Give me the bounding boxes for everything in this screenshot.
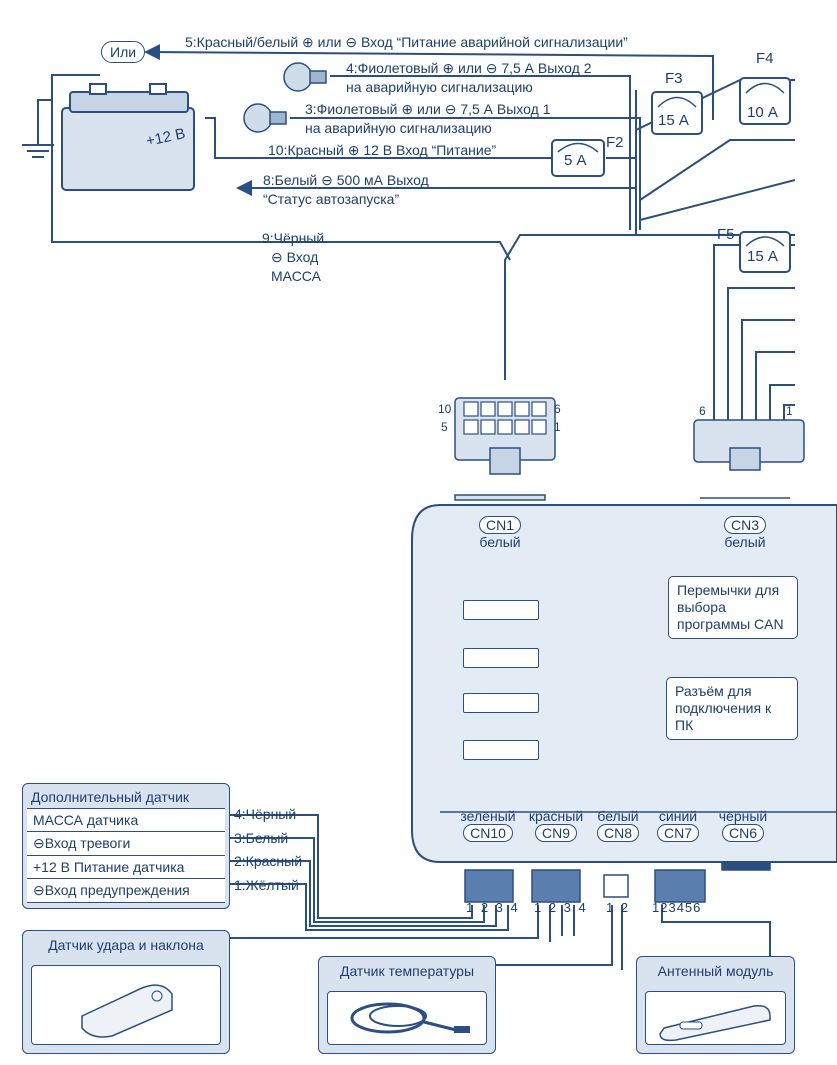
wire-5-label: 5:Красный/белый ⊕ или ⊖ Вход “Питание ав… — [185, 34, 628, 50]
temp-sensor-icon — [350, 1002, 470, 1034]
fuse-F4-body — [739, 77, 791, 125]
wire-9-label-2: ⊖ Вход — [271, 249, 319, 265]
sensor-row: ⊖Вход предупреждения — [27, 878, 225, 903]
sensor-table: Дополнительный датчик МАССА датчика ⊖Вхо… — [22, 783, 230, 909]
wire-10-label: 10:Красный ⊕ 12 В Вход “Питание” — [268, 142, 497, 158]
fuse-F2-body — [551, 139, 605, 177]
bulb-icon-2 — [243, 103, 287, 133]
shock-wire — [228, 905, 575, 942]
unit-slot — [463, 740, 539, 760]
fuse-F2-value: 5 А — [564, 152, 587, 169]
unit-slot — [463, 648, 539, 668]
fuse-F5-body — [739, 231, 791, 273]
cn10-pins: 1 2 3 4 — [466, 900, 520, 915]
fuse-F5-value: 15 А — [747, 248, 778, 265]
bulb-icon — [283, 62, 327, 92]
wire-3-label: 3:Фиолетовый ⊕ или ⊖ 7,5 А Выход 1 — [305, 101, 551, 117]
sensor-table-title: Дополнительный датчик — [31, 789, 190, 805]
cn6-plug — [721, 861, 771, 871]
cn3-pin-1: 1 — [786, 404, 793, 418]
wire-9 — [51, 100, 511, 261]
fuse-F2-name: F2 — [606, 134, 624, 151]
fuse-F3-value: 15 А — [658, 112, 689, 129]
wire-3-label-2: на аварийную сигнализацию — [305, 120, 492, 136]
shock-sensor-panel: Датчик удара и наклона — [22, 930, 230, 1054]
cn7-plug — [654, 869, 706, 903]
fuse-F4-value: 10 А — [747, 104, 778, 121]
fuse-F5-name: F5 — [717, 226, 735, 243]
connector-cn3 — [693, 419, 805, 471]
wire-5 — [144, 44, 714, 120]
or-badge: Или — [101, 41, 146, 63]
pin-6: 6 — [554, 402, 561, 416]
sensor-wire-4: 4:Чёрный — [234, 806, 297, 822]
unit-slot — [463, 600, 539, 620]
wire-4-label-2: на аварийную сигнализацию — [346, 79, 533, 95]
pin-5: 5 — [441, 420, 448, 434]
unit-slot — [463, 693, 539, 713]
cn9-plug — [531, 869, 581, 903]
main-bundle — [504, 79, 796, 380]
wire-10 — [205, 117, 636, 159]
antenna-wire — [661, 905, 771, 956]
antenna-module-panel: Антенный модуль — [636, 956, 795, 1054]
wire-9-label: 9:Чёрный — [262, 230, 325, 246]
cn3-pin-6: 6 — [699, 404, 706, 418]
sensor-wire-1: 1:Жёлтый — [234, 877, 299, 893]
antenna-module-title: Антенный модуль — [657, 963, 774, 979]
fuse-F4-name: F4 — [756, 50, 774, 67]
sensor-wire-2: 2:Красный — [234, 853, 303, 869]
wire-8-label-2: “Статус автозапуска” — [263, 191, 400, 207]
antenna-module-icon — [659, 1004, 771, 1042]
wire-3 — [290, 117, 641, 230]
cn9-pins: 1 2 3 4 — [534, 900, 588, 915]
ground-icon — [22, 144, 54, 158]
sensor-row: МАССА датчика — [27, 808, 225, 831]
sensor-row: +12 В Питание датчика — [27, 855, 225, 878]
cn8-pins: 1 2 — [606, 900, 631, 915]
shock-sensor-title: Датчик удара и наклона — [48, 937, 204, 953]
pin-1: 1 — [554, 420, 561, 434]
temp-sensor-title: Датчик температуры — [339, 963, 475, 979]
temp-sensor-panel: Датчик температуры — [318, 956, 496, 1054]
sensor-row: ⊖Вход тревоги — [27, 831, 225, 855]
cn7-pins: 123456 — [652, 900, 702, 915]
fuse-F3-name: F3 — [665, 70, 683, 87]
note-pc: Разъём для подключения к ПК — [666, 677, 798, 740]
temp-wire — [495, 905, 623, 970]
sensor-wire-3: 3:Белый — [234, 830, 289, 846]
ground-wire — [37, 74, 100, 145]
cn10-plug — [464, 869, 514, 903]
note-jumpers: Перемычки для выбора программы CAN — [668, 576, 798, 639]
wire-4 — [330, 75, 631, 230]
shock-sensor-icon — [81, 984, 173, 1038]
pin-10: 10 — [438, 402, 452, 416]
cn8-plug — [603, 874, 629, 898]
wire-9-label-3: МАССА — [271, 268, 321, 284]
wire-4-label: 4:Фиолетовый ⊕ или ⊖ 7,5 А Выход 2 — [346, 60, 592, 76]
battery — [61, 83, 195, 191]
wire-8-label: 8:Белый ⊖ 500 мА Выход — [263, 172, 429, 188]
